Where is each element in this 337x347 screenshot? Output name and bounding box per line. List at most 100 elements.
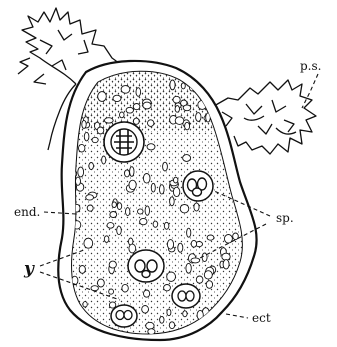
- yolk-granule: [237, 109, 243, 116]
- yolk-granule: [84, 238, 93, 248]
- yolk-granule: [133, 104, 140, 110]
- yolk-granule: [204, 271, 212, 279]
- yolk-granule: [140, 218, 147, 224]
- yolk-granule: [174, 177, 178, 183]
- yolk-granule: [164, 222, 169, 229]
- yolk-granule: [133, 118, 139, 124]
- yolk-granule: [214, 321, 223, 330]
- yolk-granule: [148, 329, 155, 335]
- yolk-granule: [170, 80, 175, 90]
- yolk-granule: [78, 167, 84, 177]
- yolk-granule: [160, 316, 164, 323]
- yolk-granule: [175, 106, 179, 113]
- yolk-granule: [186, 263, 191, 273]
- yolk-granule: [164, 285, 171, 291]
- yolk-granule: [83, 302, 87, 307]
- yolk-granule: [129, 180, 136, 189]
- yolk-granule: [121, 86, 130, 94]
- yolk-granule: [224, 235, 232, 244]
- yolk-granule: [183, 311, 187, 317]
- label-y: y: [23, 259, 35, 279]
- yolk-granule: [144, 290, 150, 297]
- yolk-granule: [92, 137, 98, 142]
- yolk-granule: [209, 327, 217, 333]
- yolk-granule: [147, 144, 155, 150]
- yolk-granule: [223, 260, 229, 269]
- yolk-granule: [98, 92, 107, 102]
- yolk-granule: [222, 253, 230, 260]
- yolk-granule: [76, 177, 81, 185]
- yolk-granule: [169, 322, 174, 329]
- yolk-granule: [185, 122, 190, 130]
- yolk-granule: [84, 327, 90, 336]
- yolk-granule: [125, 170, 130, 177]
- yolk-granule: [163, 162, 168, 171]
- yolk-granule: [151, 183, 155, 192]
- spore-2: [183, 171, 213, 201]
- label-sp: sp.: [276, 211, 294, 225]
- yolk-granule: [129, 244, 136, 253]
- yolk-granule: [109, 302, 115, 308]
- yolk-granule: [173, 187, 179, 196]
- yolk-granule: [69, 326, 76, 332]
- yolk-granule: [175, 117, 184, 125]
- yolk-granule: [231, 81, 237, 88]
- yolk-granule: [213, 88, 220, 94]
- yolk-granule: [97, 127, 104, 134]
- yolk-granule: [233, 233, 239, 240]
- label-ps: p.s.: [300, 59, 321, 73]
- yolk-granule: [104, 118, 113, 123]
- yolk-granule: [79, 266, 85, 274]
- yolk-granule: [113, 95, 121, 101]
- yolk-granule: [107, 223, 114, 229]
- yolk-granule: [98, 279, 105, 287]
- yolk-granule: [89, 163, 94, 170]
- yolk-granule: [191, 240, 196, 247]
- yolk-granule: [117, 203, 121, 210]
- yolk-granule: [120, 112, 125, 118]
- yolk-granule: [143, 174, 150, 184]
- yolk-granule: [194, 203, 199, 211]
- yolk-granule: [87, 205, 93, 211]
- yolk-granule: [136, 88, 141, 97]
- yolk-granule: [206, 281, 212, 289]
- yolk-granule: [109, 289, 114, 294]
- yolk-granule: [181, 83, 185, 89]
- yolk-granule: [183, 155, 191, 162]
- yolk-granule: [187, 228, 191, 237]
- yolk-granule: [145, 206, 149, 215]
- leader-ect: [226, 314, 248, 318]
- yolk-granule: [173, 96, 180, 103]
- yolk-granule: [122, 284, 128, 292]
- yolk-granule: [160, 185, 165, 194]
- yolk-granule: [148, 120, 154, 127]
- yolk-granule: [109, 261, 116, 268]
- yolk-granule: [170, 197, 175, 206]
- label-end: end.: [14, 205, 40, 219]
- yolk-granule: [110, 212, 117, 218]
- label-ect: ect: [252, 311, 271, 325]
- yolk-granule: [126, 208, 130, 216]
- yolk-granule: [167, 240, 173, 250]
- yolk-granule: [138, 209, 144, 214]
- yolk-granule: [211, 328, 219, 337]
- yolk-granule: [86, 195, 94, 200]
- yolk-granule: [180, 205, 189, 213]
- yolk-granule: [183, 105, 191, 111]
- yolk-granule: [207, 235, 214, 240]
- yolk-granule: [191, 258, 200, 263]
- yolk-granule: [146, 322, 154, 329]
- yolk-granule: [196, 113, 201, 122]
- yolk-granule: [233, 300, 238, 305]
- yolk-granule: [142, 306, 149, 314]
- spore-3: [128, 250, 164, 282]
- yolk-granule: [196, 276, 203, 283]
- yolk-granule: [167, 309, 171, 316]
- spore-1: [104, 122, 144, 162]
- yolk-granule: [104, 236, 109, 243]
- yolk-granule: [153, 221, 158, 227]
- yolk-granule: [130, 167, 134, 177]
- yolk-granule: [220, 316, 226, 326]
- spore-4: [172, 284, 200, 308]
